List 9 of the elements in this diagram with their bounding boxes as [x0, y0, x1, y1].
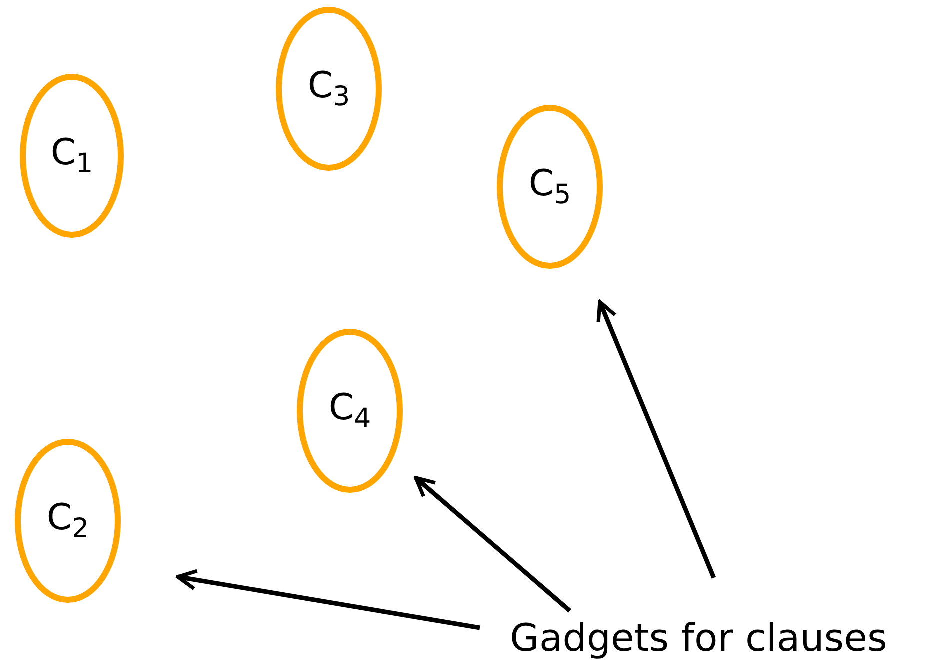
clause-label: C$_{2}$: [46, 497, 90, 545]
clause-label: C$_{4}$: [328, 387, 372, 435]
clause-label: C$_{3}$: [308, 65, 350, 113]
clause-label: C$_{1}$: [50, 132, 94, 180]
clause-label: C$_{5}$: [528, 163, 572, 211]
arrow: [414, 476, 572, 613]
arrow: [596, 300, 716, 579]
arrow: [176, 569, 480, 630]
annotation-text: Gadgets for clauses: [510, 616, 888, 660]
